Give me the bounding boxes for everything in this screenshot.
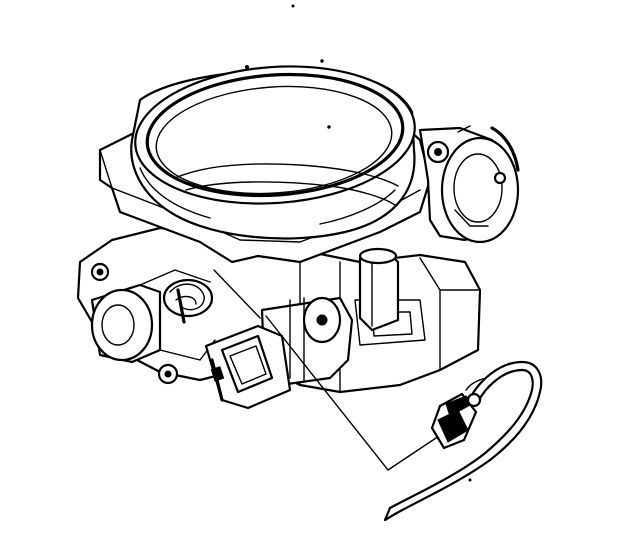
throttle-linkage-cam <box>418 125 520 244</box>
scan-speckles <box>245 4 472 482</box>
throttle-bore <box>130 65 416 240</box>
return-spring <box>162 278 214 324</box>
wiring-harness-pigtail <box>383 360 543 522</box>
electrical-connector <box>204 324 292 410</box>
throttle-shaft-pivot <box>90 262 216 385</box>
tps-sensor <box>358 247 400 332</box>
